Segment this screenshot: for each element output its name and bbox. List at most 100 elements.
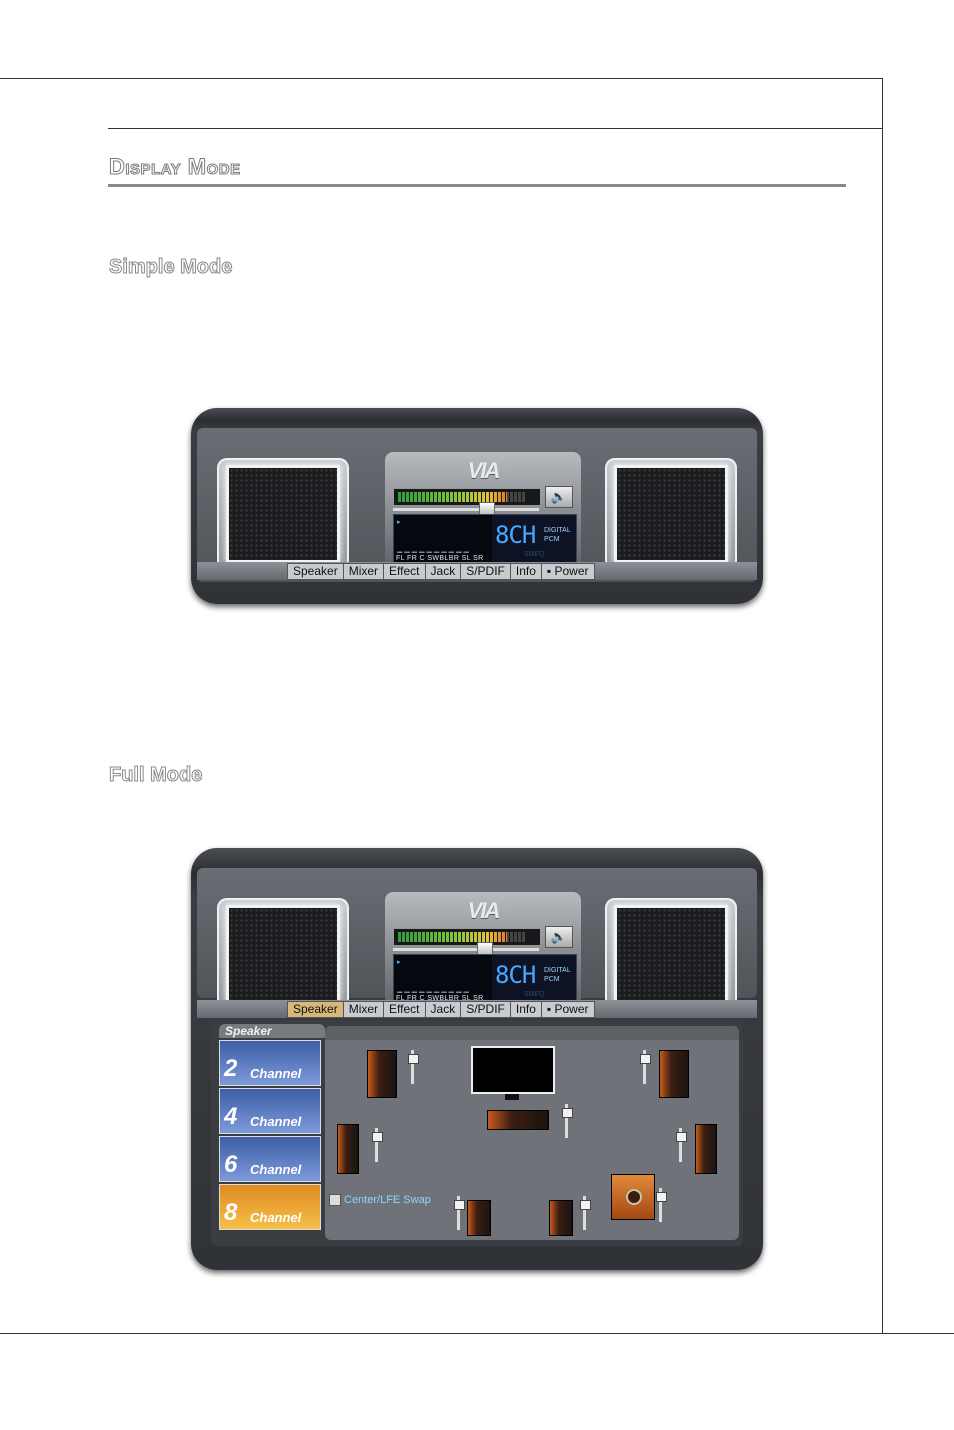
right-speaker (605, 458, 737, 570)
lcd-format-full: DIGITAL PCM (544, 966, 571, 984)
front-right-fader[interactable] (640, 1050, 651, 1084)
tab-info[interactable]: Info (509, 563, 542, 580)
speaker-config-area: Speaker 2 Channel 4 Channel 6 Channel 8 … (211, 1020, 743, 1246)
tab-power[interactable]: ▪ Power (540, 563, 595, 580)
side-left-fader[interactable] (372, 1128, 383, 1162)
tv-stand (505, 1094, 519, 1100)
lcd-digital-full: DIGITAL (544, 967, 571, 974)
channel-8-button[interactable]: 8 Channel (219, 1184, 321, 1230)
back-left-fader[interactable] (454, 1196, 465, 1230)
simple-mode-heading: Simple Mode (108, 256, 233, 279)
tab-effect-full[interactable]: Effect (383, 1001, 426, 1018)
left-grille (229, 468, 337, 560)
full-tabbar: Speaker Mixer Effect Jack S/PDIF Info ▪ … (197, 1000, 757, 1018)
lcd-channel-labels: FL FR C SWBLBR SL SR (396, 555, 484, 562)
tab-spdif-full[interactable]: S/PDIF (460, 1001, 511, 1018)
front-left-speaker (367, 1050, 397, 1098)
page-bottom-rule (0, 1333, 954, 1334)
channel-4-number: 4 (224, 1103, 238, 1130)
side-right-speaker (695, 1124, 717, 1174)
channel-2-button[interactable]: 2 Channel (219, 1040, 321, 1086)
left-speaker-full (217, 898, 349, 1010)
title-underline (108, 184, 846, 187)
lcd-pcm-full: PCM (544, 976, 560, 983)
left-grille-full (229, 908, 337, 1000)
back-right-speaker (549, 1200, 573, 1236)
tab-effect[interactable]: Effect (383, 563, 426, 580)
tab-power-full[interactable]: ▪ Power (540, 1001, 595, 1018)
channel-2-label: Channel (250, 1066, 302, 1081)
channel-4-button[interactable]: 4 Channel (219, 1088, 321, 1134)
speaker-icon: 🔈 (550, 929, 568, 944)
lcd-digital: DIGITAL (544, 527, 571, 534)
vu-meter-full (393, 928, 541, 946)
lcd-display: ▸ ▁▁▁▁▁▁▁▁▁▁ FL FR C SWBLBR SL SR 8CH DI… (393, 514, 577, 564)
channel-8-number: 8 (224, 1199, 238, 1226)
tab-jack[interactable]: Jack (424, 563, 462, 580)
play-indicator-icon: ▸ (397, 959, 401, 966)
speaker-sidebar-title: Speaker (219, 1024, 325, 1038)
swap-label: Center/LFE Swap (344, 1194, 431, 1206)
speaker-icon: 🔈 (550, 489, 568, 504)
play-indicator-icon: ▸ (397, 519, 401, 526)
lcd-faint-label: SMEQ (524, 551, 545, 558)
tab-mixer-full[interactable]: Mixer (342, 1001, 385, 1018)
tab-speaker[interactable]: Speaker (287, 563, 344, 580)
vu-meter (393, 488, 541, 506)
vu-bars (398, 492, 526, 502)
page-top-rule (0, 78, 882, 79)
full-mode-heading: Full Mode (108, 764, 203, 787)
simple-tabbar: Speaker Mixer Effect Jack S/PDIF Info ▪ … (197, 562, 757, 580)
front-left-fader[interactable] (408, 1050, 419, 1084)
channel-4-label: Channel (250, 1114, 302, 1129)
tab-jack-full[interactable]: Jack (424, 1001, 462, 1018)
tab-power-label: Power (554, 564, 589, 578)
channel-6-label: Channel (250, 1162, 302, 1177)
side-left-speaker (337, 1124, 359, 1174)
center-fader[interactable] (562, 1104, 573, 1138)
channel-2-number: 2 (224, 1055, 238, 1082)
right-grille-full (617, 908, 725, 1000)
section-title: Display Mode (109, 154, 241, 180)
speaker-layout-stage: Center/LFE Swap (325, 1026, 739, 1240)
lcd-channel-count-full: 8CH (495, 961, 536, 989)
simple-mode-panel: VIA 🔈 ▸ ▁▁▁▁▁▁▁▁▁▁ FL FR C SWBLBR SL SR … (191, 408, 763, 604)
center-unit: VIA 🔈 ▸ ▁▁▁▁▁▁▁▁▁▁ FL FR C SWBLBR SL SR … (385, 452, 581, 570)
tab-power-label-full: Power (554, 1002, 589, 1016)
lcd-format: DIGITAL PCM (544, 526, 571, 544)
lcd-dashes: ▁▁▁▁▁▁▁▁▁▁ (397, 546, 471, 553)
tab-speaker-full[interactable]: Speaker (287, 1001, 344, 1018)
lcd-pcm: PCM (544, 536, 560, 543)
deck-body: VIA 🔈 ▸ ▁▁▁▁▁▁▁▁▁▁ FL FR C SWBLBR SL SR … (197, 428, 757, 582)
page-right-rule (882, 78, 883, 1334)
subwoofer (611, 1174, 655, 1220)
center-speaker (487, 1110, 549, 1130)
center-lfe-swap[interactable]: Center/LFE Swap (329, 1194, 431, 1206)
center-unit-full: VIA 🔈 ▸ ▁▁▁▁▁▁▁▁▁▁ FL FR C SWBLBR SL SR … (385, 892, 581, 1010)
channel-6-number: 6 (224, 1151, 238, 1178)
lcd-faint-label-full: SMEQ (524, 991, 545, 998)
swap-checkbox[interactable] (329, 1194, 341, 1206)
volume-slider[interactable] (393, 502, 539, 516)
back-left-speaker (467, 1200, 491, 1236)
deck-body-full: VIA 🔈 ▸ ▁▁▁▁▁▁▁▁▁▁ FL FR C SWBLBR SL SR … (197, 868, 757, 1010)
left-speaker (217, 458, 349, 570)
side-right-fader[interactable] (676, 1128, 687, 1162)
volume-slider-full[interactable] (393, 942, 539, 956)
subwoofer-fader[interactable] (656, 1188, 667, 1222)
simple-tabs: Speaker Mixer Effect Jack S/PDIF Info ▪ … (287, 563, 595, 580)
tab-spdif[interactable]: S/PDIF (460, 563, 511, 580)
tv-display-icon (471, 1046, 555, 1094)
lcd-dashes-full: ▁▁▁▁▁▁▁▁▁▁ (397, 986, 471, 993)
lcd-channel-count: 8CH (495, 521, 536, 549)
tab-info-full[interactable]: Info (509, 1001, 542, 1018)
via-logo: VIA (467, 458, 501, 483)
lcd-level-area: ▸ ▁▁▁▁▁▁▁▁▁▁ FL FR C SWBLBR SL SR (394, 515, 492, 563)
back-right-fader[interactable] (580, 1196, 591, 1230)
mute-button[interactable]: 🔈 (545, 486, 573, 508)
via-logo-full: VIA (467, 898, 501, 923)
mute-button-full[interactable]: 🔈 (545, 926, 573, 948)
channel-6-button[interactable]: 6 Channel (219, 1136, 321, 1182)
full-tabs: Speaker Mixer Effect Jack S/PDIF Info ▪ … (287, 1001, 595, 1018)
tab-mixer[interactable]: Mixer (342, 563, 385, 580)
